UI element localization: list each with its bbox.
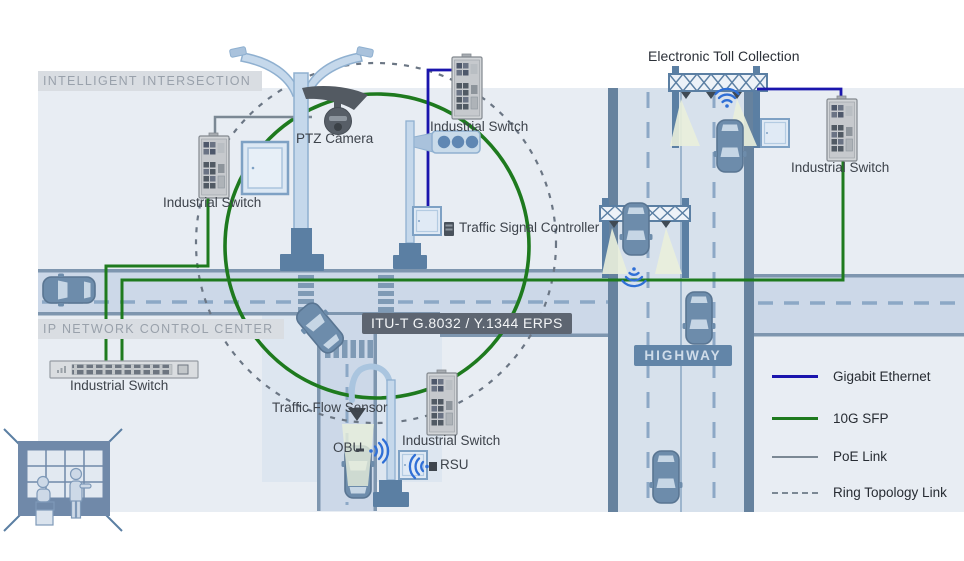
traffic-flow-sensor-pole — [348, 363, 409, 507]
detection-cone — [655, 228, 682, 274]
roadside-cabinet — [240, 140, 290, 196]
ip-network-control-center-band: IP NETWORK CONTROL CENTER — [38, 319, 285, 339]
legend-label: Ring Topology Link — [833, 485, 947, 500]
legend-item-ring: Ring Topology Link — [772, 485, 947, 500]
traffic-flow-sensor-label: Traffic Flow Sensor — [272, 400, 388, 415]
industrial-switch-north-label: Industrial Switch — [430, 119, 529, 134]
toll-cabinet — [760, 118, 790, 148]
detection-cone — [342, 424, 374, 486]
street-light-pole — [229, 46, 374, 271]
toll-sensor-icon — [681, 92, 742, 99]
industrial-switch-south-icon — [426, 369, 458, 436]
poe-line-icon — [772, 455, 818, 458]
car-highway-mid — [681, 291, 717, 345]
electronic-toll-collection-label: Electronic Toll Collection — [648, 48, 800, 64]
legend-item-gigabit: Gigabit Ethernet — [772, 369, 931, 384]
car-highway-south — [648, 450, 684, 504]
industrial-switch-south-label: Industrial Switch — [402, 433, 501, 448]
controller-glyph-icon — [444, 222, 454, 236]
industrial-switch-east-icon — [826, 95, 858, 162]
industrial-switch-west-icon — [198, 132, 230, 199]
ring-topology-circle — [194, 61, 558, 425]
road-horizontal-east — [752, 274, 964, 337]
detection-cone — [602, 228, 628, 274]
sfp-line-icon — [772, 417, 818, 420]
legend-label: Gigabit Ethernet — [833, 369, 931, 384]
industrial-switch-core-label: Industrial Switch — [70, 378, 169, 393]
gigabit-line-icon — [772, 375, 818, 378]
intelligent-intersection-band: INTELLIGENT INTERSECTION — [38, 71, 263, 91]
rack-switch-icon — [49, 360, 199, 379]
legend-item-sfp: 10G SFP — [772, 411, 889, 426]
detection-cone — [670, 99, 700, 146]
legend-item-poe: PoE Link — [772, 449, 887, 464]
poe-link-line — [213, 115, 312, 140]
car-west-road — [42, 272, 96, 308]
flow-sensor-head-icon — [348, 408, 366, 421]
erps-badge: ITU-T G.8032 / Y.1344 ERPS — [362, 313, 572, 334]
car-toll-mid — [618, 202, 654, 256]
signal-controller-cabinet — [412, 206, 442, 236]
car-toll-north — [712, 119, 748, 173]
legend-label: 10G SFP — [833, 411, 889, 426]
industrial-switch-east-label: Industrial Switch — [791, 160, 890, 175]
gigabit-link-signal — [426, 68, 453, 207]
control-room-icon — [3, 428, 123, 532]
obu-connector — [356, 448, 364, 452]
sfp-link-west — [104, 198, 210, 361]
industrial-switch-north-icon — [451, 53, 483, 120]
ptz-camera-icon — [302, 86, 368, 135]
ring-line-icon — [772, 491, 818, 494]
obu-label: OBU — [333, 440, 363, 455]
legend-label: PoE Link — [833, 449, 888, 464]
highway-sign: HIGHWAY — [634, 345, 732, 366]
traffic-signal-controller-label: Traffic Signal Controller — [459, 220, 600, 235]
industrial-switch-west-label: Industrial Switch — [163, 195, 262, 210]
erps-ring-circle — [223, 92, 531, 400]
rsu-label: RSU — [440, 457, 469, 472]
rsu-connector — [429, 462, 437, 471]
ptz-camera-label: PTZ Camera — [296, 131, 374, 146]
traffic-light-pole — [393, 120, 481, 269]
